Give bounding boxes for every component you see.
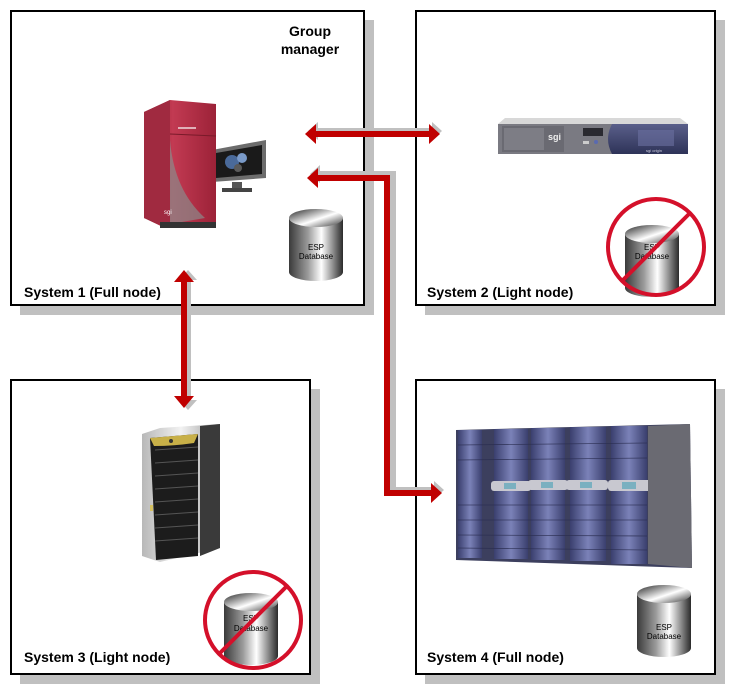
svg-text:sgi: sgi [164, 210, 172, 216]
workstation-icon: sgi [144, 100, 266, 228]
cabinet-3 [528, 428, 568, 560]
system-2-label: System 2 (Light node) [427, 284, 574, 300]
database-system-2: ESP Database [606, 197, 706, 297]
db1-label-line1: ESP [308, 243, 324, 252]
db2-label-line1: ESP [644, 243, 660, 252]
svg-text:sgi: sgi [548, 132, 561, 142]
database-system-4: ESP Database [637, 585, 691, 657]
cabinet-5 [608, 426, 652, 564]
arrows [174, 124, 442, 503]
db1-label-line2: Database [299, 252, 334, 261]
group-manager-label: Group manager [270, 22, 350, 58]
svg-text:sgi origin: sgi origin [646, 148, 662, 153]
arrow-system1-system2 [305, 124, 440, 144]
cabinet-4 [566, 427, 608, 561]
arrow-system1-system3 [174, 270, 194, 408]
group-manager-line2: manager [280, 41, 340, 57]
prohibited-icon [203, 570, 303, 670]
database-system-3: ESP Database [203, 570, 303, 670]
cabinet-2 [491, 429, 531, 559]
db3-label-line2: Database [234, 624, 269, 633]
db2-label-line2: Database [635, 252, 670, 261]
supercomputer-icon [456, 424, 692, 568]
rack-server-icon: sgi sgi origin [498, 118, 688, 154]
system-3-label: System 3 (Light node) [24, 649, 171, 665]
db3-label-line1: ESP [243, 614, 259, 623]
cabinet-1 [458, 430, 482, 558]
group-manager-line1: Group [289, 23, 331, 39]
db4-label-line2: Database [647, 632, 682, 641]
prohibited-icon [606, 197, 706, 297]
db4-label-line1: ESP [656, 623, 672, 632]
tower-server-icon [142, 424, 220, 562]
system-1-label: System 1 (Full node) [24, 284, 161, 300]
system-4-label: System 4 (Full node) [427, 649, 564, 665]
database-system-1: ESP Database [289, 209, 343, 281]
arrow-system1-system4 [307, 168, 442, 503]
